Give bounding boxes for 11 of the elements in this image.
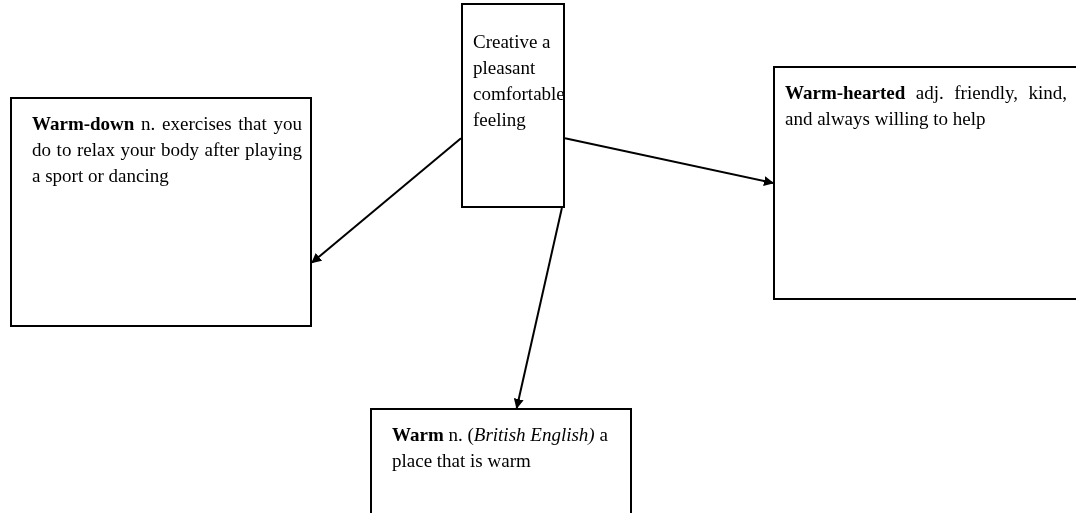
definition-text: Warm-down n. exercises that you do to relax your body after playing a sport or dancing [32, 112, 302, 188]
definition-text: Warm-hearted adj. friendly, kind, and always willing to help [785, 81, 1067, 131]
definition-box [10, 97, 312, 327]
arrow [564, 137, 774, 186]
definition-box [461, 3, 565, 208]
arrow [513, 207, 563, 409]
arrow [311, 137, 462, 264]
definition-text: Warm n. (British English) a place that is warm [392, 423, 609, 473]
definition-box [370, 408, 632, 513]
definition-text: Creative a pleasant comfortable feeling [473, 30, 563, 132]
definition-box [773, 66, 1076, 300]
